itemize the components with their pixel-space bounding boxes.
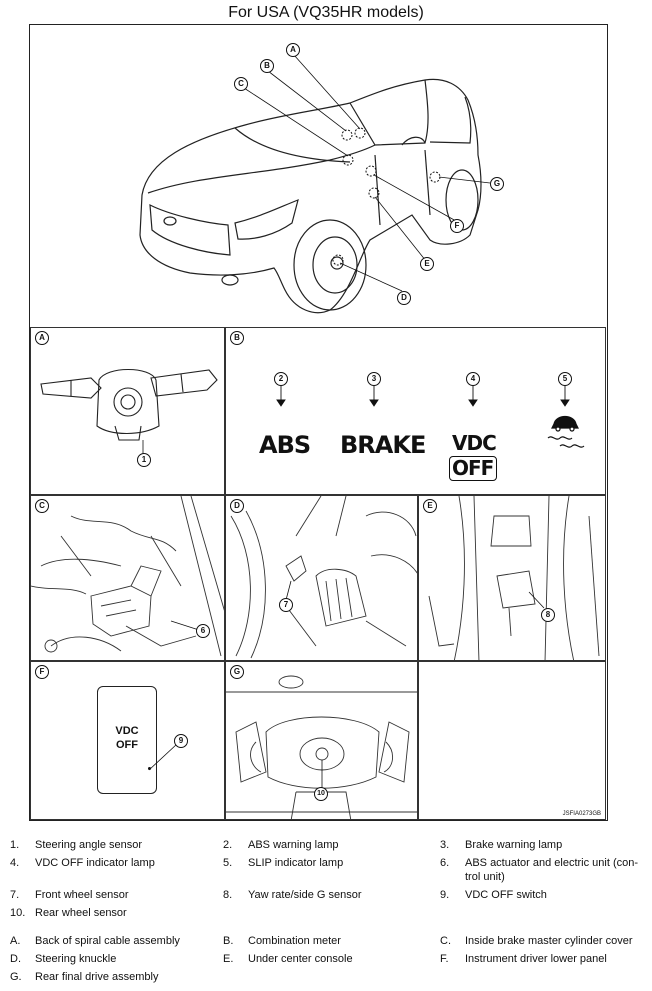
callout-e: E (420, 257, 434, 271)
switch-leader (148, 743, 178, 771)
vdc-off-box: OFF (449, 456, 497, 481)
callout-c: C (234, 77, 248, 91)
panel-d: D 7 (225, 495, 418, 661)
panel-c-callout-6: 6 (196, 624, 210, 638)
vdc-off-switch-line2: OFF (116, 739, 138, 751)
panel-d-tag: D (230, 499, 244, 513)
panel-g-callout-10: 10 (314, 787, 328, 801)
abs-actuator-illustration (31, 496, 224, 657)
rear-final-drive-illustration (226, 675, 417, 819)
panel-b-callout-4: 4 (466, 372, 480, 386)
panel-e: E 8 (418, 495, 606, 661)
slip-indicator-icon (547, 415, 585, 448)
vdc-off-text: OFF (452, 456, 494, 480)
panel-a-callout-1: 1 (137, 453, 151, 467)
car-illustration (139, 54, 491, 314)
abs-warning-lamp: ABS (259, 431, 311, 459)
page-title: For USA (VQ35HR models) (228, 4, 424, 21)
panel-f: F VDC OFF 9 (30, 661, 225, 820)
callout-b: B (260, 59, 274, 73)
panel-b-tag: B (230, 331, 244, 345)
brake-warning-lamp: BRAKE (340, 431, 426, 459)
panel-a: A 1 (30, 327, 225, 495)
panel-g: G 10 (225, 661, 418, 820)
car-overview: A B C D E F G (30, 25, 606, 327)
vdc-off-switch-line1: VDC (115, 725, 139, 737)
panel-b-callout-3: 3 (367, 372, 381, 386)
panel-g-tag: G (230, 665, 244, 679)
callout-g: G (490, 177, 504, 191)
figure-code-label: JSFIA0273GB (562, 811, 601, 817)
callout-a: A (286, 43, 300, 57)
panel-f-tag: F (35, 665, 49, 679)
switch-dot (148, 767, 151, 770)
yaw-rate-sensor-illustration (428, 496, 600, 660)
panel-b-callout-2: 2 (274, 372, 288, 386)
panel-d-callout-7: 7 (279, 598, 293, 612)
panel-c-tag: C (35, 499, 49, 513)
callout-f: F (450, 219, 464, 233)
diagram-frame: A B C D E F G A 1 B 2 3 4 (29, 24, 608, 821)
vdc-indicator-text: VDC (452, 431, 497, 455)
panel-b-callout-5: 5 (558, 372, 572, 386)
panel-b: B 2 3 4 5 ABS BRAKE VDC OFF (225, 327, 606, 495)
spiral-cable-illustration (40, 369, 218, 456)
callout-d: D (397, 291, 411, 305)
vdc-off-switch: VDC OFF (97, 686, 157, 794)
panel-e-callout-8: 8 (541, 608, 555, 622)
panel-e-tag: E (423, 499, 437, 513)
steering-knuckle-illustration (230, 496, 417, 659)
lamp-arrows (276, 386, 585, 448)
panel-empty: JSFIA0273GB (418, 661, 606, 820)
panel-f-callout-9: 9 (174, 734, 188, 748)
panel-a-tag: A (35, 331, 49, 345)
panel-c: C 6 (30, 495, 225, 661)
